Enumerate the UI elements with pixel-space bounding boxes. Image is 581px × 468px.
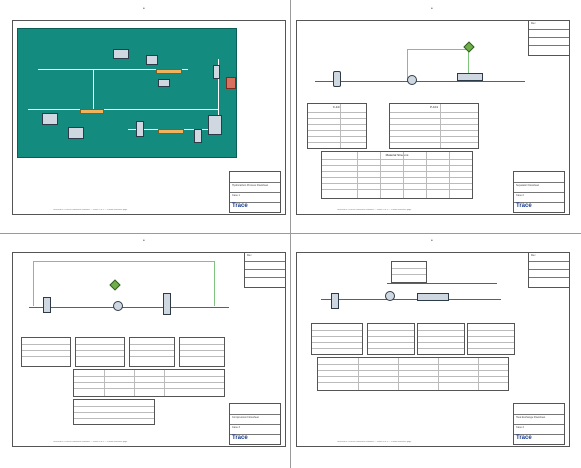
unit-op-table (21, 337, 71, 367)
energy-stream (407, 49, 469, 80)
stream-table[interactable] (113, 49, 129, 59)
title-block-title: Compression Flowsheet (232, 416, 259, 419)
table-title: Material Streams (385, 153, 409, 157)
stream-line (321, 299, 501, 300)
title-block-subtitle: Case 1 (232, 194, 240, 197)
stream-line (29, 307, 229, 308)
sheet-4[interactable]: Rev Heat Exchange Flowsheet Case 4 Trace… (296, 252, 570, 447)
unit-op-table (179, 337, 225, 367)
title-block: Separator Flowsheet Case 2 Trace (513, 171, 565, 213)
page-mark: • (143, 6, 145, 12)
energy-stream (33, 261, 215, 306)
pump-icon[interactable] (407, 75, 417, 85)
column-icon[interactable] (163, 293, 171, 315)
title-block: Heat Exchange Flowsheet Case 4 Trace (513, 403, 565, 445)
revision-block: Rev (528, 21, 569, 56)
sheet-footer: Licensed to: Process Simulation Software… (337, 209, 412, 211)
separator-vessel-icon[interactable] (331, 293, 339, 309)
unit-op-table (311, 323, 363, 355)
stream-line (218, 59, 219, 129)
page-mark: • (431, 6, 433, 12)
page-mark: • (143, 238, 145, 244)
pump-icon[interactable] (385, 291, 395, 301)
stream-line (28, 109, 218, 110)
stream-line (387, 283, 497, 284)
heat-exchanger-icon[interactable] (417, 293, 449, 301)
stream-table[interactable] (42, 113, 58, 125)
sheet-3[interactable]: Rev Compression Flowsheet Case 3 Trace L… (12, 252, 286, 447)
title-block-subtitle: Case 2 (516, 194, 524, 197)
unit-op-table (367, 323, 415, 355)
heat-exchanger-icon[interactable] (158, 129, 184, 134)
stream-table[interactable] (68, 127, 84, 139)
revision-block: Rev (528, 253, 569, 288)
material-streams-table (73, 399, 155, 425)
heat-exchanger-icon[interactable] (80, 109, 104, 114)
sheet-1[interactable]: Hydrocarbon Process Flowsheet Case 1 Tra… (12, 20, 286, 215)
separator-vessel-icon[interactable] (333, 71, 341, 87)
stream-line (315, 81, 525, 82)
material-streams-table (317, 357, 509, 391)
column-icon[interactable] (213, 65, 220, 79)
compressor-icon[interactable] (113, 301, 123, 311)
brand-logo: Trace (232, 435, 248, 441)
sheet-footer: Licensed to: Process Simulation Software… (53, 441, 128, 443)
title-block-subtitle: Case 4 (516, 426, 524, 429)
unit-op-table (129, 337, 175, 367)
valve-icon[interactable] (457, 73, 483, 81)
title-block-title: Heat Exchange Flowsheet (516, 416, 546, 419)
quadrant-divider-vertical (290, 0, 291, 468)
revision-label: Rev (531, 254, 536, 257)
title-block-subtitle: Case 3 (232, 426, 240, 429)
material-streams-table (73, 369, 225, 397)
unit-op-table (75, 337, 125, 367)
sheet-footer: Licensed to: Process Simulation Software… (337, 441, 412, 443)
table-title: P-101 (429, 105, 438, 109)
reactor-icon[interactable] (226, 77, 236, 89)
unit-op-table (391, 261, 427, 283)
unit-op-table (417, 323, 465, 355)
page-mark: • (431, 238, 433, 244)
stream-table[interactable] (146, 55, 158, 65)
unit-op-table (467, 323, 515, 355)
brand-logo: Trace (232, 203, 248, 209)
title-block-title: Hydrocarbon Process Flowsheet (232, 184, 269, 187)
title-block: Compression Flowsheet Case 3 Trace (229, 403, 281, 445)
brand-logo: Trace (516, 435, 532, 441)
revision-label: Rev (247, 254, 252, 257)
revision-block: Rev (244, 253, 285, 288)
title-block-title: Separator Flowsheet (516, 184, 540, 187)
heat-exchanger-icon[interactable] (156, 69, 182, 74)
stream-table[interactable] (208, 115, 222, 135)
sheet-footer: Licensed to: Process Simulation Software… (53, 209, 128, 211)
unit-op-table: P-101 (389, 103, 479, 149)
process-flow-diagram[interactable] (17, 28, 237, 158)
separator-vessel-icon[interactable] (43, 297, 51, 313)
column-icon[interactable] (136, 121, 144, 137)
stream-table[interactable] (158, 79, 170, 87)
sheet-2[interactable]: Rev F-101 P-101 Material Streams Separat… (296, 20, 570, 215)
unit-op-table: F-101 (307, 103, 367, 149)
revision-label: Rev (531, 22, 536, 25)
table-title: F-101 (333, 105, 341, 109)
material-streams-table: Material Streams (321, 151, 473, 199)
brand-logo: Trace (516, 203, 532, 209)
column-icon[interactable] (194, 129, 202, 143)
stream-line (38, 69, 188, 70)
title-block: Hydrocarbon Process Flowsheet Case 1 Tra… (229, 171, 281, 213)
stream-line (93, 69, 94, 109)
